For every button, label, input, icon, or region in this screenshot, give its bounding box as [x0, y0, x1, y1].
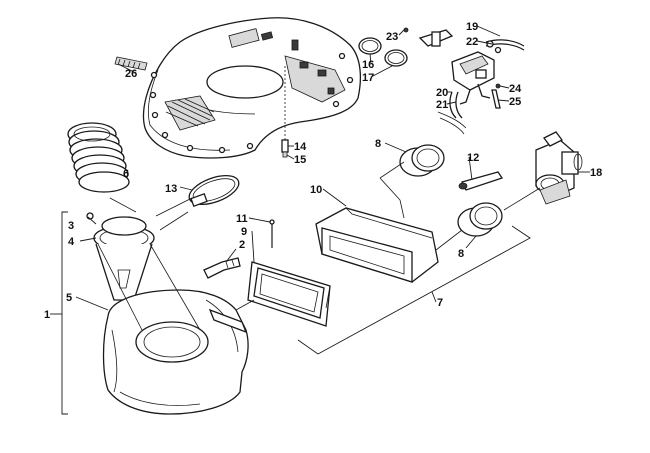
top-cover-shield	[142, 17, 362, 159]
part-8-plug-upper	[399, 144, 445, 177]
part-12-strap	[458, 171, 504, 191]
callout-19: 19	[466, 21, 478, 33]
callout-9: 9	[241, 226, 247, 238]
part-2-clip	[203, 257, 241, 279]
callout-11: 11	[236, 213, 248, 225]
part-16-ring	[358, 37, 382, 55]
callout-8-upper: 8	[375, 138, 381, 150]
fuel-pump-assembly	[403, 27, 525, 135]
assembly-guide-lines	[97, 161, 541, 331]
callout-22: 22	[466, 36, 478, 48]
part-7-bracket	[297, 225, 531, 355]
callout-13: 13	[165, 183, 177, 195]
callout-5: 5	[66, 292, 72, 304]
callout-20: 20	[436, 87, 448, 99]
part-10-duct	[315, 207, 439, 283]
callout-14: 14	[294, 141, 307, 153]
callout-15: 15	[294, 154, 306, 166]
part-1-bracket	[50, 211, 68, 415]
part-5-airbox-housing	[102, 289, 249, 415]
part-14-15-pin	[281, 139, 289, 158]
part-26-decal	[114, 56, 148, 71]
callout-2: 2	[239, 239, 245, 251]
callout-6: 6	[123, 168, 129, 180]
callout-8-lower: 8	[458, 248, 464, 260]
callout-24: 24	[509, 83, 522, 95]
part-11-tab	[269, 219, 275, 248]
callout-17: 17	[362, 72, 374, 84]
callout-labels: 1 2 3 4 5 6 7 8 8 9 10 11 12 13 14 15 16…	[44, 21, 602, 321]
part-4-adapter	[93, 216, 155, 301]
callout-7: 7	[437, 297, 443, 309]
callout-4: 4	[68, 236, 75, 248]
callout-10: 10	[310, 184, 322, 196]
callout-12: 12	[467, 152, 479, 164]
part-8-plug-lower	[457, 202, 503, 237]
part-9-filter	[247, 261, 331, 327]
callout-21: 21	[436, 99, 448, 111]
callout-23: 23	[386, 31, 398, 43]
callout-18: 18	[590, 167, 602, 179]
callout-26: 26	[125, 68, 137, 80]
leader-lines	[75, 25, 590, 311]
callout-16: 16	[362, 59, 374, 71]
part-6-bellows-boot	[67, 122, 130, 193]
part-13-clamp	[188, 174, 240, 207]
callout-3: 3	[68, 220, 74, 232]
part-3-fastener	[86, 212, 94, 220]
callout-25: 25	[509, 96, 521, 108]
part-18-carburetor	[535, 131, 583, 205]
callout-1: 1	[44, 309, 50, 321]
part-17-ring	[384, 49, 408, 67]
